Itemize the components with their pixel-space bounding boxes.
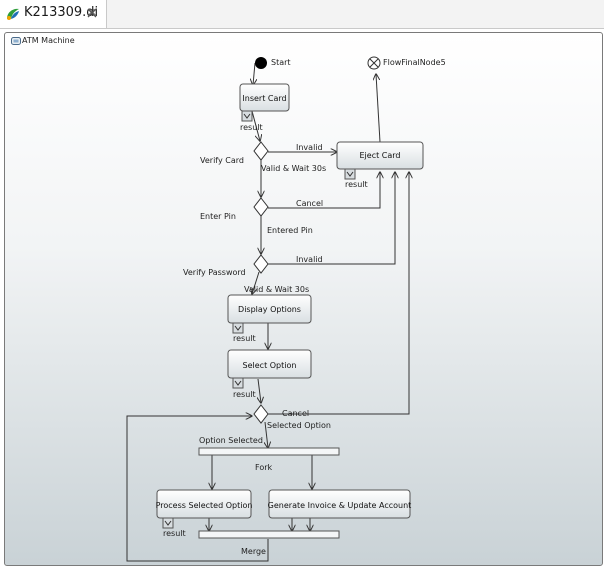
flow-verifypwd-display[interactable] <box>252 271 260 294</box>
action-label: Insert Card <box>242 94 286 103</box>
action-display-options[interactable]: Display Options <box>227 294 312 324</box>
initial-node[interactable] <box>255 57 267 69</box>
flow-final-node[interactable] <box>367 56 381 70</box>
final-label: FlowFinalNode5 <box>383 58 446 67</box>
fork-bar[interactable] <box>198 447 340 456</box>
output-pin-select-option[interactable] <box>232 377 244 389</box>
guard-label: Invalid <box>296 143 323 152</box>
tab-title: K213309.di <box>24 5 99 20</box>
action-insert-card[interactable]: Insert Card <box>239 83 290 112</box>
action-label: Select Option <box>243 361 297 370</box>
diagram-canvas[interactable]: ATM Machine <box>0 29 604 567</box>
flow-start-insert[interactable] <box>253 62 255 85</box>
control-flows <box>126 62 409 562</box>
editor-tab[interactable]: K213309.di <box>0 0 107 28</box>
guard-label: Valid & Wait 30s <box>261 164 326 173</box>
guard-label: Invalid <box>296 255 323 264</box>
action-label: Process Selected Option <box>156 501 253 510</box>
flow-cancel2-eject[interactable] <box>268 172 409 415</box>
guard-label: Entered Pin <box>267 226 313 235</box>
guard-label: Selected Option <box>267 421 331 430</box>
diagram-file-icon <box>7 8 19 20</box>
decision-label: Verify Card <box>200 156 244 165</box>
activity-title: ATM Machine <box>22 36 75 45</box>
action-generate-invoice[interactable]: Generate Invoice & Update Account <box>268 489 412 519</box>
pin-label: result <box>233 334 256 343</box>
flow-merge-loop[interactable] <box>126 416 269 562</box>
decision-label: Enter Pin <box>200 212 236 221</box>
action-eject-card[interactable]: Eject Card <box>336 141 424 170</box>
flow-select-decision[interactable] <box>258 378 261 403</box>
pin-label: result <box>345 180 368 189</box>
output-pin-display-options[interactable] <box>232 322 244 334</box>
decision-enter-pin[interactable] <box>253 197 269 217</box>
start-label: Start <box>271 58 291 67</box>
output-pin-eject-card[interactable] <box>344 168 356 180</box>
guard-label: Valid & Wait 30s <box>244 285 309 294</box>
pin-label: result <box>240 123 263 132</box>
decision-label: Verify Password <box>183 268 246 277</box>
decision-verify-card[interactable] <box>253 141 269 161</box>
activity-icon <box>11 37 21 45</box>
action-label: Eject Card <box>360 151 401 160</box>
close-icon[interactable] <box>86 7 98 19</box>
output-pin-process[interactable] <box>162 517 174 529</box>
flow-cancel-eject[interactable] <box>268 172 380 209</box>
guard-label: Option Selected <box>199 436 263 445</box>
editor-tab-bar: K213309.di <box>0 0 604 29</box>
flow-invalid2-eject[interactable] <box>268 172 395 265</box>
decision-verify-password[interactable] <box>253 254 269 274</box>
decision-select-option[interactable] <box>253 404 269 424</box>
fork-label: Fork <box>255 463 273 472</box>
flow-eject-final[interactable] <box>376 74 381 143</box>
output-pin-insert-card[interactable] <box>241 110 253 122</box>
flow-insert-verify[interactable] <box>251 110 260 141</box>
merge-bar[interactable] <box>198 530 340 539</box>
action-process-selected-option[interactable]: Process Selected Option <box>156 489 253 519</box>
guard-label: Cancel <box>282 409 309 418</box>
pin-label: result <box>233 390 256 399</box>
action-label: Generate Invoice & Update Account <box>268 501 412 510</box>
action-label: Display Options <box>238 305 301 314</box>
guard-label: Cancel <box>296 199 323 208</box>
action-select-option[interactable]: Select Option <box>227 349 312 379</box>
activity-diagram: Start FlowFinalNode5 Insert Card result … <box>126 56 446 562</box>
pin-label: result <box>163 529 186 538</box>
merge-label: Merge <box>241 547 266 556</box>
flow-decision-fork[interactable] <box>265 421 268 448</box>
